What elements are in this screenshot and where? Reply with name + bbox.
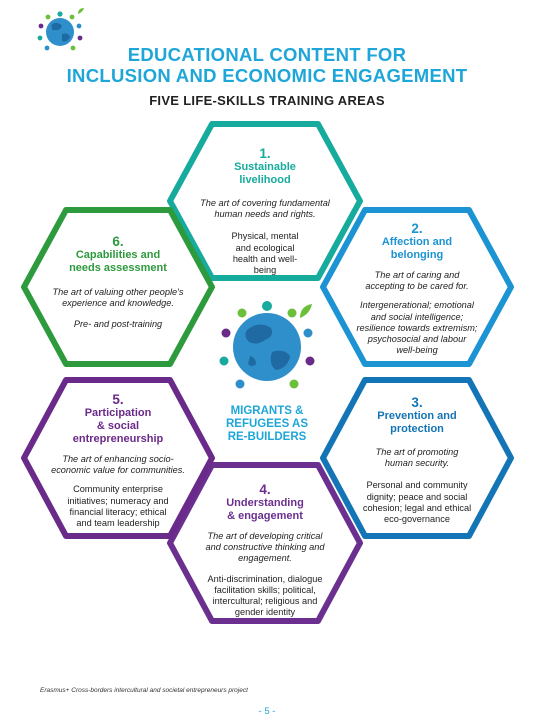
globe-people-logo-icon	[37, 8, 84, 51]
hexagon-area-2	[320, 207, 514, 367]
area-3-quote: The art of promoting human security.	[375, 447, 459, 469]
page-title: EDUCATIONAL CONTENT FOR INCLUSION AND EC…	[0, 44, 534, 86]
area-1-number: 1.	[259, 146, 271, 161]
area-5-name: Participation & social entrepreneurship	[72, 407, 164, 445]
hexagon-area-4	[167, 462, 363, 624]
area-5-detail: Community enterprise initiatives; numera…	[67, 484, 169, 529]
area-5-text: 5. Participation & social entrepreneursh…	[44, 392, 192, 529]
page-number: - 5 -	[258, 706, 276, 717]
area-1-detail: Physical, mental and ecological health a…	[231, 231, 299, 276]
hexagon-area-3	[320, 377, 514, 539]
hexagon-area-5	[21, 377, 215, 539]
area-2-detail: Intergenerational; emotional and social …	[356, 300, 478, 356]
title-line-1: EDUCATIONAL CONTENT FOR	[127, 44, 407, 65]
area-1-quote: The art of covering fundamental human ne…	[200, 198, 330, 220]
area-6-quote: The art of valuing other people's experi…	[52, 287, 184, 309]
area-4-text: 4. Understanding & engagement The art of…	[190, 482, 340, 618]
title-line-2: INCLUSION AND ECONOMIC ENGAGEMENT	[66, 65, 468, 86]
area-4-quote: The art of developing critical and const…	[205, 531, 325, 564]
area-3-number: 3.	[411, 395, 423, 410]
area-4-number: 4.	[259, 482, 271, 497]
area-2-text: 2. Affection and belonging The art of ca…	[343, 221, 491, 356]
area-2-number: 2.	[411, 221, 423, 236]
area-5-quote: The art of enhancing socio- economic val…	[51, 454, 185, 476]
center-globe-icon	[219, 301, 315, 389]
area-6-number: 6.	[112, 234, 124, 249]
hexagon-area-6	[21, 207, 215, 367]
hexagon-area-1	[167, 121, 363, 281]
footnote: Erasmus+ Cross-borders intercultural and…	[40, 687, 248, 694]
area-4-detail: Anti-discrimination, dialogue facilitati…	[207, 573, 323, 618]
area-3-detail: Personal and community dignity; peace an…	[362, 480, 472, 525]
area-5-number: 5.	[112, 392, 124, 407]
area-6-name: Capabilities and needs assessment	[69, 249, 167, 274]
area-2-name: Affection and belonging	[381, 236, 453, 261]
area-6-text: 6. Capabilities and needs assessment The…	[44, 234, 192, 331]
area-3-text: 3. Prevention and protection The art of …	[343, 395, 491, 525]
area-1-name: Sustainable livelihood	[234, 161, 296, 186]
page-subtitle: FIVE LIFE-SKILLS TRAINING AREAS	[149, 93, 385, 108]
area-4-name: Understanding & engagement	[226, 497, 304, 522]
area-3-name: Prevention and protection	[377, 410, 457, 435]
area-2-quote: The art of caring and accepting to be ca…	[365, 270, 469, 292]
center-label: MIGRANTS & REFUGEES AS RE-BUILDERS	[225, 405, 308, 443]
area-1-text: 1. Sustainable livelihood The art of cov…	[190, 146, 340, 276]
area-6-detail: Pre- and post-training	[73, 319, 163, 330]
